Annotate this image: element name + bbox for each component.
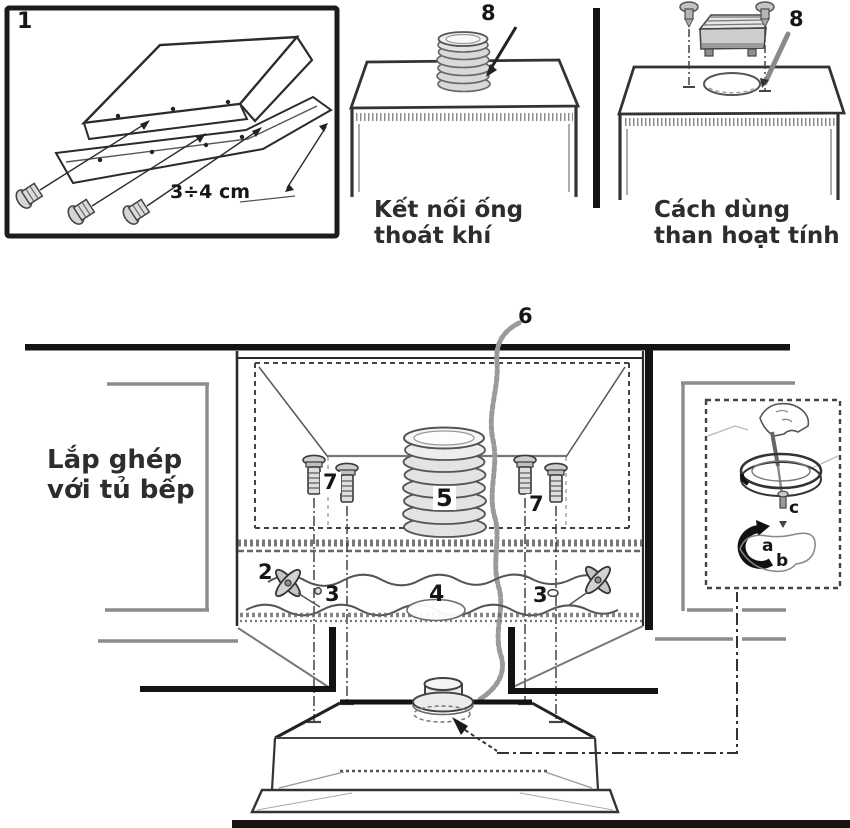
carbon-filter-box bbox=[698, 14, 768, 57]
part-7-left-label: 7 bbox=[320, 472, 341, 493]
flex-duct-coil-large bbox=[402, 426, 487, 538]
collar-detail-inset bbox=[704, 398, 842, 590]
part-7-right-label: 7 bbox=[526, 494, 547, 515]
inset-label-b: b bbox=[776, 551, 789, 571]
part-4-filter-label: 4 bbox=[429, 582, 445, 607]
caption-assembly: Lắp ghép với tủ bếp bbox=[47, 445, 195, 506]
flex-duct-coil bbox=[436, 31, 491, 93]
caption-line: Kết nối ống bbox=[374, 197, 524, 223]
caption-line: Lắp ghép bbox=[47, 445, 183, 475]
panel-number: 1 bbox=[17, 9, 33, 34]
screw-hole bbox=[314, 587, 322, 595]
part-5-duct-label: 5 bbox=[433, 486, 456, 510]
part-6-cord-label: 6 bbox=[518, 304, 533, 328]
mounting-screw bbox=[122, 127, 262, 225]
section-divider bbox=[593, 8, 600, 208]
hood-unit bbox=[250, 677, 620, 814]
figure-carbon-filter bbox=[617, 1, 846, 200]
part-3-right-label: 3 bbox=[533, 583, 548, 607]
dimension-line bbox=[239, 123, 328, 203]
mounting-screw bbox=[67, 133, 206, 225]
caption-line: với tủ bếp bbox=[47, 474, 195, 505]
mounting-screw bbox=[15, 120, 150, 209]
panel-hood-screws bbox=[4, 5, 340, 239]
power-cord bbox=[476, 320, 522, 703]
caption-carbon-filter: Cách dùng than hoạt tính bbox=[654, 197, 840, 250]
figure-cabinet-assembly bbox=[25, 320, 850, 828]
caption-line: than hoạt tính bbox=[654, 223, 840, 250]
butterfly-clip bbox=[275, 568, 321, 608]
cabinet-screw bbox=[544, 462, 568, 724]
caption-line: thoát khí bbox=[374, 223, 492, 250]
collar-pointer bbox=[452, 592, 738, 754]
filter-screw bbox=[679, 1, 699, 88]
outlet-collar bbox=[412, 677, 474, 723]
caption-duct-connection: Kết nối ống thoát khí bbox=[374, 197, 523, 250]
part-2-clip-label: 2 bbox=[258, 560, 273, 584]
part-8-carbon-label: 8 bbox=[789, 7, 804, 31]
figure-duct-connection bbox=[349, 26, 581, 197]
part-3-left-label: 3 bbox=[325, 582, 340, 606]
part-8-duct-label: 8 bbox=[481, 1, 496, 25]
butterfly-clip bbox=[567, 565, 611, 607]
dimension-label: 3÷4 cm bbox=[170, 181, 251, 203]
inset-label-a: a bbox=[762, 536, 774, 556]
caption-line: Cách dùng bbox=[654, 197, 791, 223]
cabinet-screw bbox=[513, 454, 537, 706]
inset-label-c: c bbox=[789, 498, 800, 518]
screw-hole bbox=[547, 588, 559, 598]
